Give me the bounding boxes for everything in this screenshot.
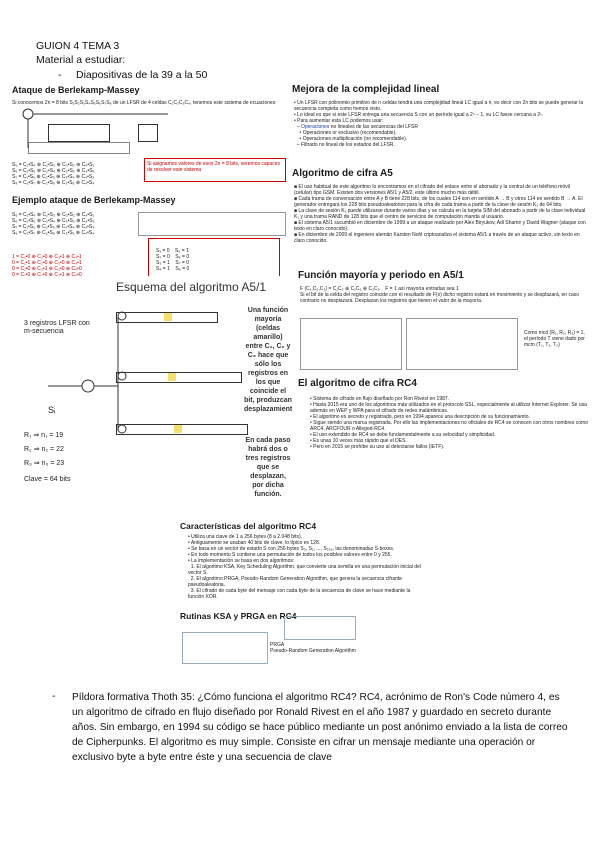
truth-table-left (300, 318, 402, 370)
rc4-title: El algoritmo de cifra RC4 (298, 378, 417, 389)
list-bullet: - (52, 690, 56, 702)
slides-range: Diapositivas de la 39 a la 50 (76, 69, 208, 81)
period-note: Como mcd (R₁, R₂, R₃) = 1, el período T … (524, 330, 585, 348)
a51-wiring-diagram (48, 311, 127, 434)
prga-code-box (182, 632, 268, 664)
a5-bullets: ■ El uso habitual de este algoritmo lo e… (294, 184, 586, 244)
lfsr-cells (48, 124, 110, 142)
mayoria-text: F (C₁,C₂,C₃) = C₁C₂ ⊕ C₁C₃ ⊕ C₂C₃ F = 1 … (300, 286, 580, 304)
a5-title: Algoritmo de cifra A5 (292, 168, 393, 179)
slide-title: Mejora de la complejidad lineal (292, 84, 440, 95)
example-title: Ejemplo ataque de Berlekamp-Massey (12, 195, 176, 205)
note-text: Si asignamos valores de esos 2n = 8 bits… (147, 161, 280, 173)
r3-length: R₃ ⇒ n₃ = 23 (24, 460, 65, 467)
slide-mejora-a5: Mejora de la complejidad lineal • Un LFS… (290, 84, 593, 270)
register-r2 (116, 372, 242, 383)
slide-rc4-caracteristicas: Características del algoritmo RC4 • Util… (178, 520, 426, 612)
r1-length: R₁ ⇒ n₁ = 19 (24, 432, 64, 439)
doc-title: GUION 4 TEMA 3 (36, 40, 120, 52)
slide-intro: Si conocemos 2n = 8 bits S₁S₂S₃S₄S₅S₆S₇S… (12, 100, 277, 106)
step-explanation: En cada paso habrá dos o tres registros … (245, 437, 291, 498)
key-length: Clave = 64 bits (24, 476, 71, 483)
majority-cell-c3 (174, 425, 182, 433)
register-r3 (116, 424, 248, 435)
ksa-code-box (284, 616, 356, 640)
slide-title: Características del algoritmo RC4 (180, 521, 317, 531)
doc-subtitle: Material a estudiar: (36, 54, 126, 66)
slide-title: Rutinas KSA y PRGA en RC4 (180, 612, 297, 621)
si-label: Sᵢ (48, 405, 56, 415)
rc4-char-bullets: • Utiliza una clave de 1 a 256 bytes (8 … (188, 534, 421, 600)
note-box (144, 158, 286, 182)
thoth-paragraph: Píldora formativa Thoth 35: ¿Cómo funcio… (72, 692, 568, 763)
mejora-bullets: • Un LFSR con polinomio primitivo de n c… (294, 100, 584, 148)
r2-length: R₂ ⇒ n₂ = 22 (24, 446, 64, 453)
majority-cell-c2 (168, 373, 176, 381)
majority-cell-c1 (164, 313, 172, 321)
slide-esquema-a51: Esquema del algoritmo A5/1 3 registros L… (8, 276, 292, 516)
registers-label: 3 registros LFSR con m-secuencia (24, 320, 90, 335)
list-bullet: - (58, 69, 62, 81)
slide-title: Ataque de Berlekamp-Massey (12, 85, 140, 95)
captured-bits-box (138, 212, 286, 236)
slide-title: Esquema del algoritmo A5/1 (116, 280, 267, 294)
slide-title: Función mayoría y periodo en A5/1 (298, 270, 464, 281)
register-r1 (116, 312, 218, 323)
truth-table-right (406, 318, 518, 370)
majority-explanation: Una función mayoría (celdas amarillo) en… (244, 307, 292, 413)
lfsr-wiring-diagram (22, 108, 168, 148)
lfsr-cell-c4 (138, 124, 158, 142)
slide-mayoria-rc4: Función mayoría y periodo en A5/1 F (C₁,… (296, 270, 593, 530)
rc4-bullets: • Sistema de cifrado en flujo diseñado p… (310, 396, 589, 450)
